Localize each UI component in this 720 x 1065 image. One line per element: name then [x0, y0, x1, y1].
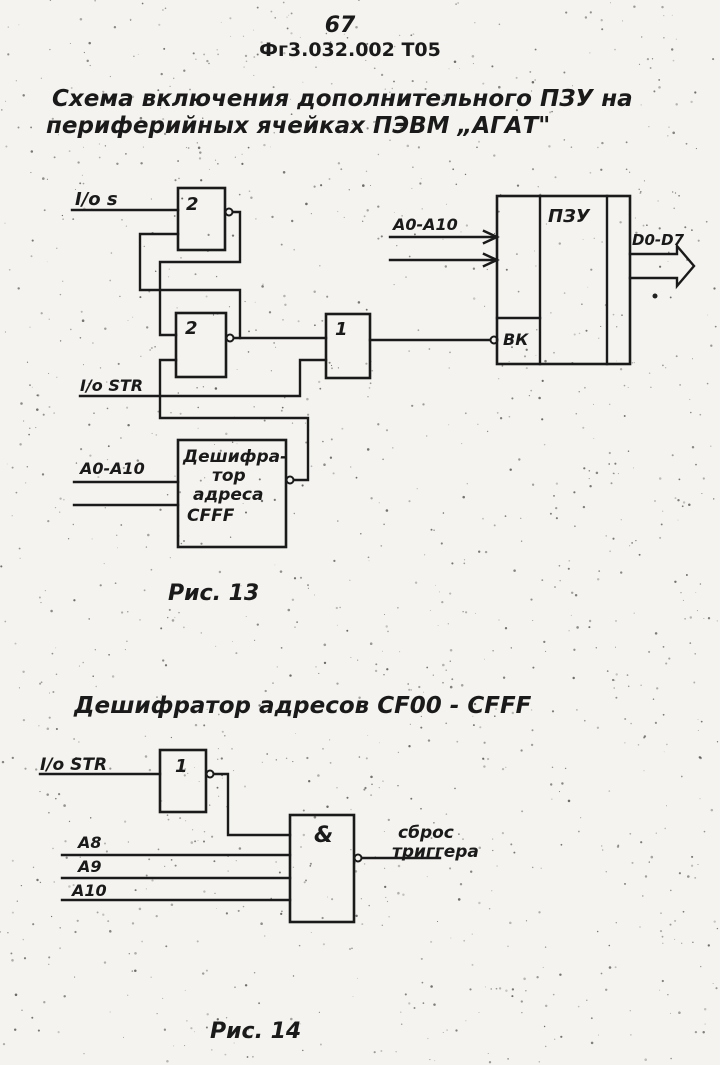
rom-enable-label: ВК [503, 330, 529, 349]
page-number: 67 [325, 13, 356, 38]
fig13-wires [70, 208, 696, 507]
fig14-signal-io-str: I/o STR [40, 755, 107, 775]
and-gate-output-bubble [353, 853, 363, 863]
rom-block [495, 194, 632, 366]
inverter-gate [158, 748, 208, 814]
gate-mid [174, 311, 228, 379]
signal-io-str: I/o STR [80, 376, 143, 395]
inverter-output-bubble [205, 769, 215, 779]
gate-or-label: 1 [335, 319, 348, 340]
fig13-caption: Рис. 13 [168, 581, 259, 606]
signal-data-out: D0-D7 [632, 231, 685, 249]
signal-rom-address: А0-А10 [391, 215, 458, 234]
fig13-title-line2: периферийных ячейках ПЭВМ „АГАТ" [46, 113, 550, 139]
gate-mid-label: 2 [185, 318, 198, 339]
decoder-label-line1: Дешифра- [182, 447, 287, 467]
rom-label: ПЗУ [548, 206, 591, 227]
fig14-title: Дешифратор адресов СF00 - СFFF [73, 693, 532, 719]
signal-io-s: I/o s [75, 189, 118, 210]
fig14-signal-a8: А8 [76, 833, 102, 852]
document-code: Фг3.032.002 Т05 [259, 39, 441, 61]
decoder-label-line2: тор [212, 466, 246, 486]
decoder-output-bubble [285, 475, 295, 485]
figure-14-diagram: 1 & I/o STR А8 А9 А10 сброс триггера [38, 748, 479, 924]
gate-mid-output-bubble [225, 333, 235, 343]
fig14-wires [38, 772, 442, 902]
signal-decoder-address: А0-А10 [78, 459, 145, 478]
fig14-signal-a10: А10 [70, 881, 107, 900]
decoder-label-line4: СFFF [187, 506, 235, 526]
fig14-caption: Рис. 14 [210, 1019, 301, 1044]
and-gate [288, 813, 356, 924]
address-decoder-block [176, 438, 288, 549]
gate-top [176, 186, 227, 252]
fig14-output-line1: сброс [398, 823, 454, 843]
fig14-signal-a9: А9 [76, 857, 102, 876]
inverter-gate-label: 1 [175, 756, 188, 777]
fig13-title-line1: Схема включения дополнительного ПЗУ на [52, 86, 633, 112]
and-gate-label: & [314, 823, 333, 848]
figure-13-diagram: 2 2 1 ПЗУ ВК Дешифра- тор адреса СFFF I/… [70, 186, 696, 549]
decoder-label-line3: адреса [193, 485, 263, 505]
gate-or [324, 312, 372, 380]
gate-top-output-bubble [224, 207, 234, 217]
gate-top-label: 2 [186, 194, 199, 215]
